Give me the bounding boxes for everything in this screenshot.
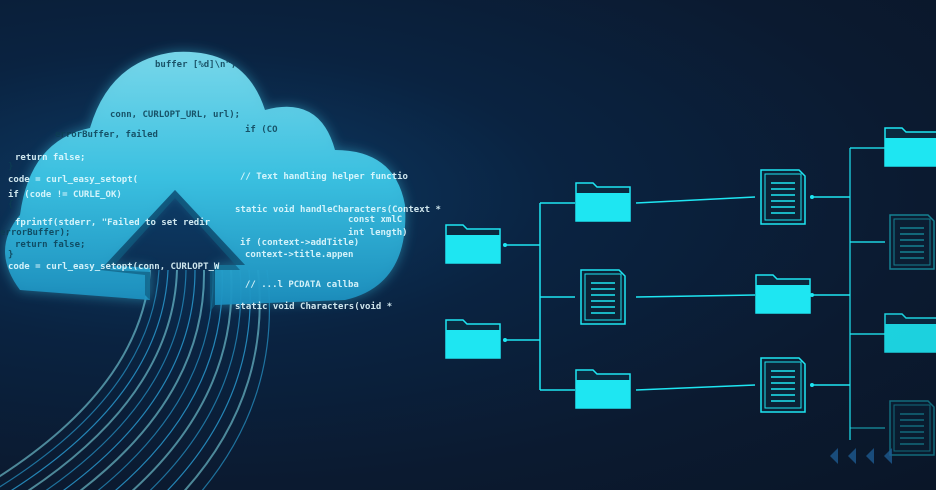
code-line: errorBuffer, failed (55, 130, 158, 140)
document-icon (760, 357, 806, 413)
chevron-left-icon (830, 448, 838, 464)
code-line: { (8, 200, 14, 210)
code-line: int length) (348, 228, 408, 238)
light-streak (114, 269, 223, 490)
chevron-left-icon (866, 448, 874, 464)
folder-icon (884, 313, 936, 353)
code-line: conn, CURLOPT_URL, url); (110, 110, 241, 120)
code-line: } (8, 162, 14, 172)
code-line: const xmlC (348, 215, 403, 225)
folder-icon (445, 224, 501, 264)
code-line: fprintf(stderr, "Failed to set redir (15, 218, 211, 228)
code-line: // Text handling helper functio (240, 172, 408, 182)
light-streak (45, 269, 187, 490)
folder-icon (445, 319, 501, 359)
folder-icon (575, 369, 631, 409)
code-line: static void Characters(void * (235, 302, 393, 312)
code-line: errorBuffer); (0, 228, 71, 238)
light-streak (10, 269, 169, 490)
code-line: } (8, 250, 14, 260)
connector-dot (810, 293, 814, 297)
code-line: buffer [%d]\n", (155, 60, 237, 70)
code-line: code = curl_easy_setopt(conn, CURLOPT_W (8, 262, 220, 272)
document-icon (889, 214, 935, 270)
connector-line (635, 384, 756, 391)
connector-dot (503, 243, 507, 247)
chevron-left-icon (848, 448, 856, 464)
code-line: if (CO (245, 125, 278, 135)
connector-line (635, 196, 756, 204)
code-line: return false; (15, 153, 86, 163)
light-streak (0, 269, 151, 478)
light-streak (0, 269, 160, 488)
connector-dot (503, 338, 507, 342)
file-tree-diagram (445, 127, 936, 464)
code-line: // ...l PCDATA callba (245, 280, 359, 290)
folder-icon (755, 274, 811, 314)
cloud-upload-icon (5, 51, 406, 312)
light-streak (27, 269, 178, 490)
document-icon (760, 169, 806, 225)
folder-icon (884, 127, 936, 167)
light-streak (62, 269, 196, 490)
folder-icon (575, 182, 631, 222)
chevron-left-icon (884, 448, 892, 464)
code-line: code = curl_easy_setopt( (8, 175, 139, 185)
code-line: return false; (15, 240, 86, 250)
document-icon (580, 269, 626, 325)
code-line: if (code != CURLE_OK) (8, 190, 122, 200)
code-line: context->title.appen (245, 250, 354, 260)
connector-dot (810, 195, 814, 199)
code-line: if (context->addTitle) (240, 238, 360, 248)
connector-dot (810, 383, 814, 387)
code-line: static void handleCharacters(Context * (235, 205, 441, 215)
document-icon (889, 400, 935, 456)
light-streak (79, 269, 206, 490)
connector-line (635, 294, 756, 298)
